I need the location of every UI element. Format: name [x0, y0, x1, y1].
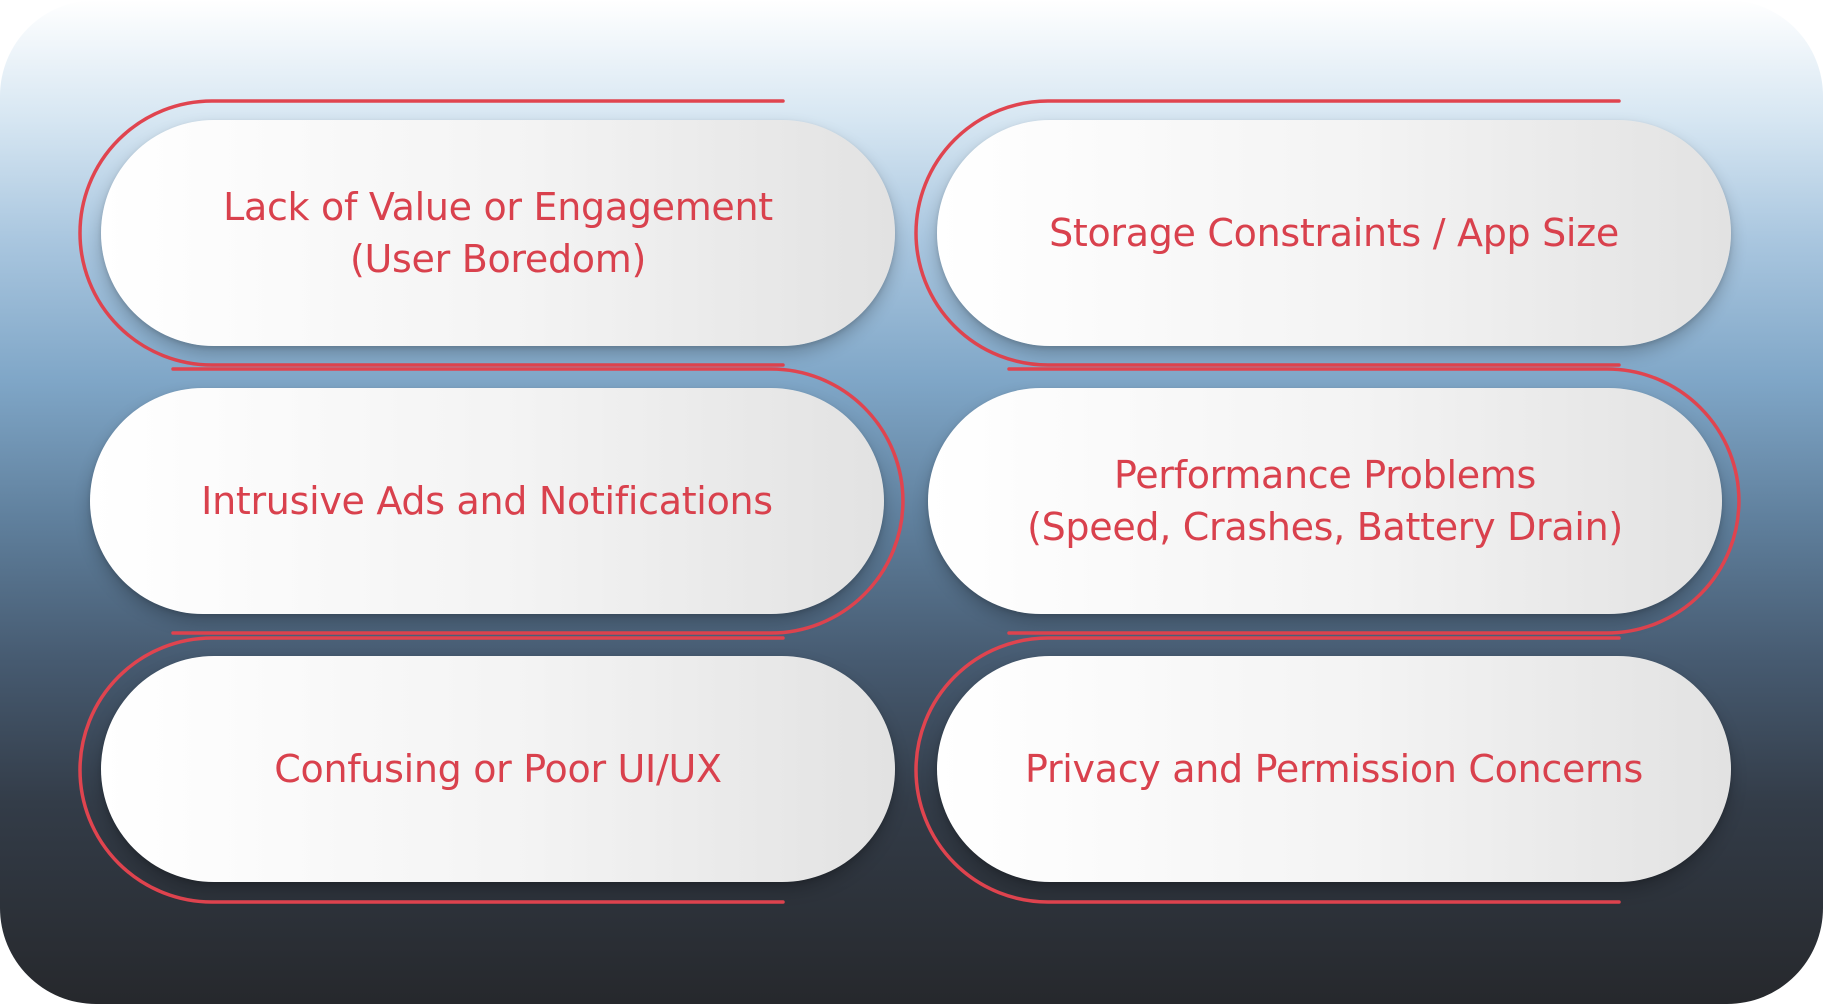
- factor-box-performance-problems: Performance Problems (Speed, Crashes, Ba…: [928, 388, 1722, 614]
- outline-arc-lack-of-value: [78, 99, 785, 367]
- outline-arc-privacy: [914, 636, 1621, 904]
- factor-label: Lack of Value or Engagement (User Boredo…: [223, 185, 773, 281]
- factor-box-lack-of-value: Lack of Value or Engagement (User Boredo…: [101, 120, 895, 346]
- factor-box-storage-constraints: Storage Constraints / App Size: [937, 120, 1731, 346]
- factor-label: Intrusive Ads and Notifications: [201, 479, 773, 523]
- factor-box-confusing-ui: Confusing or Poor UI/UX: [101, 656, 895, 882]
- outline-arc-storage: [914, 99, 1621, 367]
- factor-box-intrusive-ads: Intrusive Ads and Notifications: [90, 388, 884, 614]
- outline-arc-performance: [1007, 367, 1741, 635]
- factor-label: Confusing or Poor UI/UX: [274, 747, 722, 791]
- outline-arc-confusing-ui: [78, 636, 785, 904]
- factor-label: Performance Problems (Speed, Crashes, Ba…: [1027, 453, 1623, 549]
- factor-label: Storage Constraints / App Size: [1049, 211, 1619, 255]
- outline-arc-intrusive-ads: [171, 367, 905, 635]
- factor-box-privacy-concerns: Privacy and Permission Concerns: [937, 656, 1731, 882]
- factor-label: Privacy and Permission Concerns: [1025, 747, 1643, 791]
